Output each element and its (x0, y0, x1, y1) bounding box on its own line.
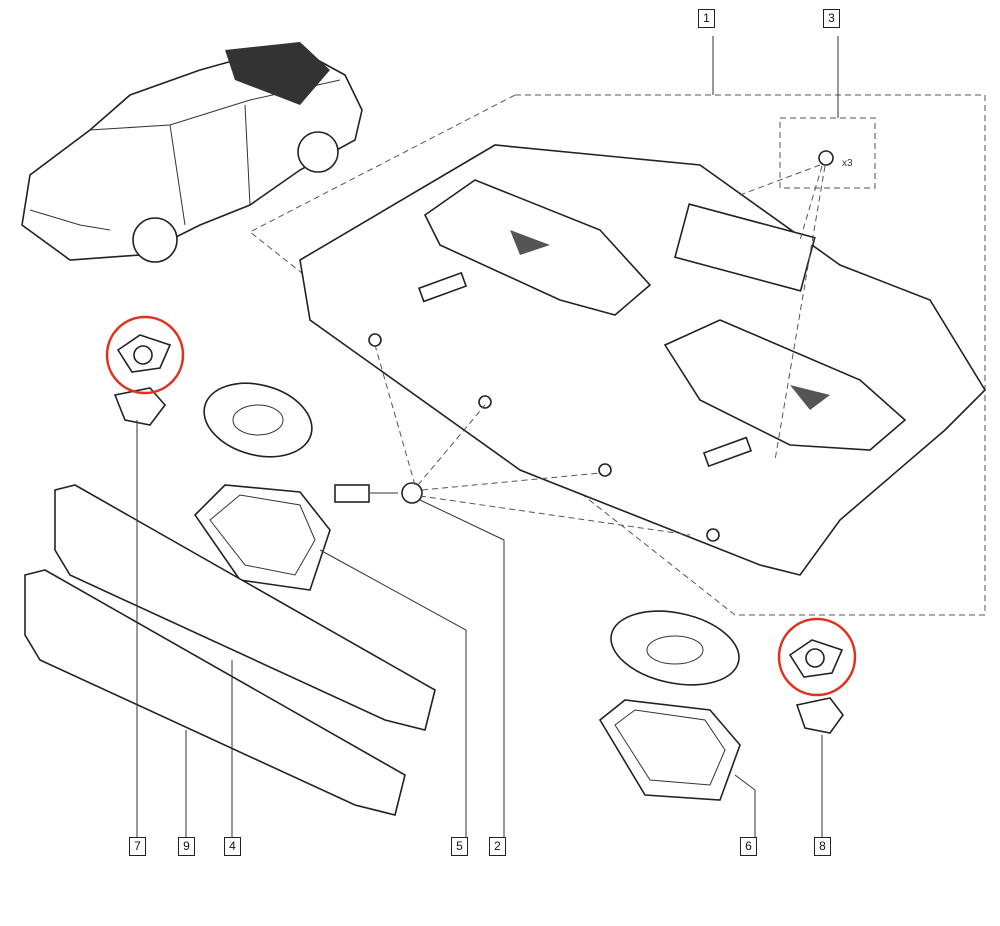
clip-icon (818, 150, 834, 166)
fastener-icon (334, 484, 370, 503)
left-tweeter (113, 334, 172, 426)
part-label-2: 2 (489, 837, 506, 856)
parcel-shelf (299, 144, 987, 576)
part-label-9: 9 (178, 837, 195, 856)
part-label-1: 1 (698, 9, 715, 28)
right-tweeter (788, 639, 844, 734)
car-thumbnail (21, 42, 363, 263)
part-label-7: 7 (129, 837, 146, 856)
highlight-circle-right (777, 617, 857, 697)
quantity-note: x3 (842, 158, 853, 169)
part-label-3: 3 (823, 9, 840, 28)
clip-2-icon (401, 482, 423, 504)
part-label-8: 8 (814, 837, 831, 856)
right-speaker (598, 610, 741, 801)
left-speaker (193, 382, 331, 591)
part-label-4: 4 (224, 837, 241, 856)
part-label-5: 5 (451, 837, 468, 856)
trim-strip-4 (54, 484, 436, 731)
highlight-circle-left (105, 315, 185, 395)
trim-strip-9 (24, 569, 406, 816)
part-label-6: 6 (740, 837, 757, 856)
